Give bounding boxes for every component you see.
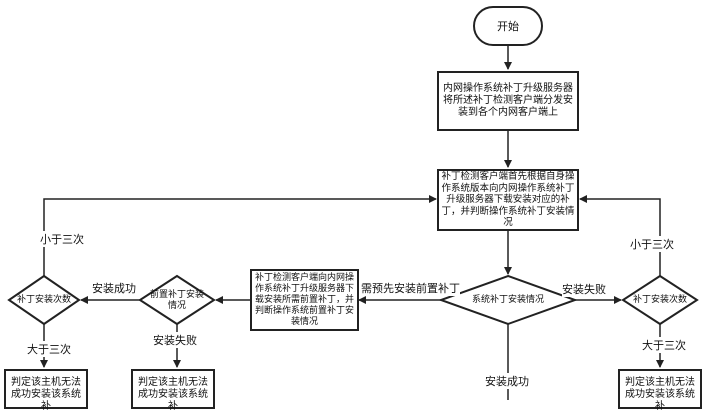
left-fail-box: 判定该主机无法成功安装该系统补 <box>4 369 88 412</box>
system-check-label: 系统补丁安装情况 <box>471 294 544 305</box>
edge-label-pre-success: 安装成功 <box>92 280 136 296</box>
edge-label-pre-fail: 安装失败 <box>153 332 197 348</box>
edge-label-need-prereq: 需预先安装前置补丁 <box>361 280 460 296</box>
download-label: 补丁检测客户端首先根据自身操作系统版本向内网操作系统补丁升级服务器下载安装对应的… <box>441 171 575 229</box>
push-label: 内网操作系统补丁升级服务器将所述补丁检测客户端分发安装到各个内网客户端上 <box>443 83 573 118</box>
mid-fail-box: 判定该主机无法成功安装该系统补 <box>131 369 215 412</box>
edge-label-more-three-left: 大于三次 <box>27 341 71 357</box>
prereq-box: 补丁检测客户端向内网操作系统补丁升级服务器下载安装所需前置补丁，并判断操作系统前… <box>250 269 359 331</box>
edge-leftcount-loop <box>43 195 437 276</box>
right-fail-box: 判定该主机无法成功安装该系统补 <box>618 369 702 412</box>
edge-label-less-three-left: 小于三次 <box>40 231 84 247</box>
prereq-label: 补丁检测客户端向内网操作系统补丁升级服务器下载安装所需前置补丁，并判断操作系统前… <box>254 272 354 327</box>
left-fail-label: 判定该主机无法成功安装该系统补 <box>11 377 81 412</box>
right-fail-label: 判定该主机无法成功安装该系统补 <box>625 377 695 412</box>
start-label: 开始 <box>497 20 519 33</box>
edge-label-install-success-bottom: 安装成功 <box>485 373 529 389</box>
left-count-label: 补丁安装次数 <box>16 294 71 305</box>
mid-fail-label: 判定该主机无法成功安装该系统补 <box>138 377 208 412</box>
edge-label-more-three-right: 大于三次 <box>642 337 686 353</box>
edge-label-install-fail-right: 安装失败 <box>562 281 606 297</box>
start-node: 开始 <box>473 6 543 46</box>
right-count-label: 补丁安装次数 <box>632 294 687 305</box>
pre-check-label: 前置补丁安装情况 <box>149 290 204 311</box>
edge-label-less-three-right: 小于三次 <box>630 236 674 252</box>
push-box: 内网操作系统补丁升级服务器将所述补丁检测客户端分发安装到各个内网客户端上 <box>437 71 579 131</box>
download-box: 补丁检测客户端首先根据自身操作系统版本向内网操作系统补丁升级服务器下载安装对应的… <box>437 169 579 231</box>
flowchart-connectors <box>7 46 699 400</box>
